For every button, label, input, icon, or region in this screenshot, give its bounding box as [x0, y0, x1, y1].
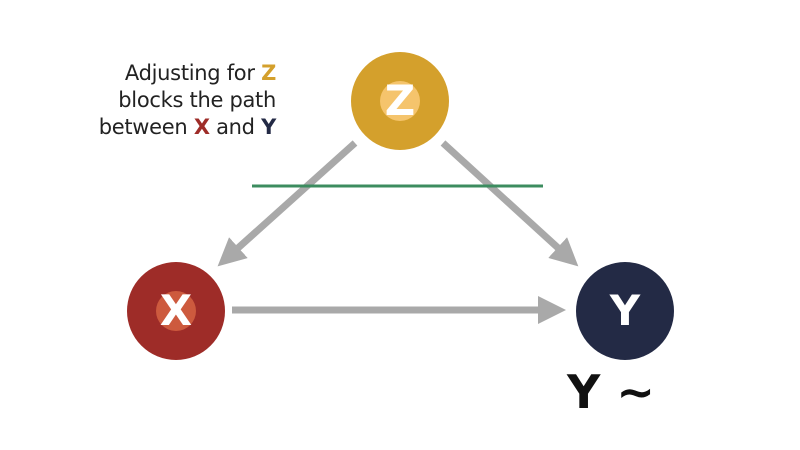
caption-var-z: Z [261, 61, 276, 85]
caption-line-1: Adjusting for Z [99, 60, 276, 87]
caption-var-x: X [193, 115, 210, 139]
node-y-label: Y [609, 286, 641, 335]
regression-formula: Y ~ [567, 365, 655, 419]
caption-line-2: blocks the path [118, 88, 276, 112]
node-z: Z [351, 52, 449, 150]
node-y: Y [576, 262, 674, 360]
edge-z-to-y-arrow [440, 140, 579, 267]
edge-z-to-x-arrow [217, 140, 358, 267]
node-x-highlight [156, 291, 196, 331]
node-x: X [127, 262, 225, 360]
caption-text: Adjusting for Z blocks the path between … [98, 60, 277, 141]
caption-line-1-prefix: Adjusting for [124, 61, 262, 85]
node-z-label: Z [384, 76, 416, 125]
caption-line-3-mid: and [209, 115, 262, 139]
node-z-highlight [380, 81, 420, 121]
caption-line-3-prefix: between [98, 115, 194, 139]
caption-line-3: between X and Y [98, 114, 277, 141]
caption-var-y: Y [261, 115, 276, 139]
node-x-label: X [159, 286, 193, 335]
